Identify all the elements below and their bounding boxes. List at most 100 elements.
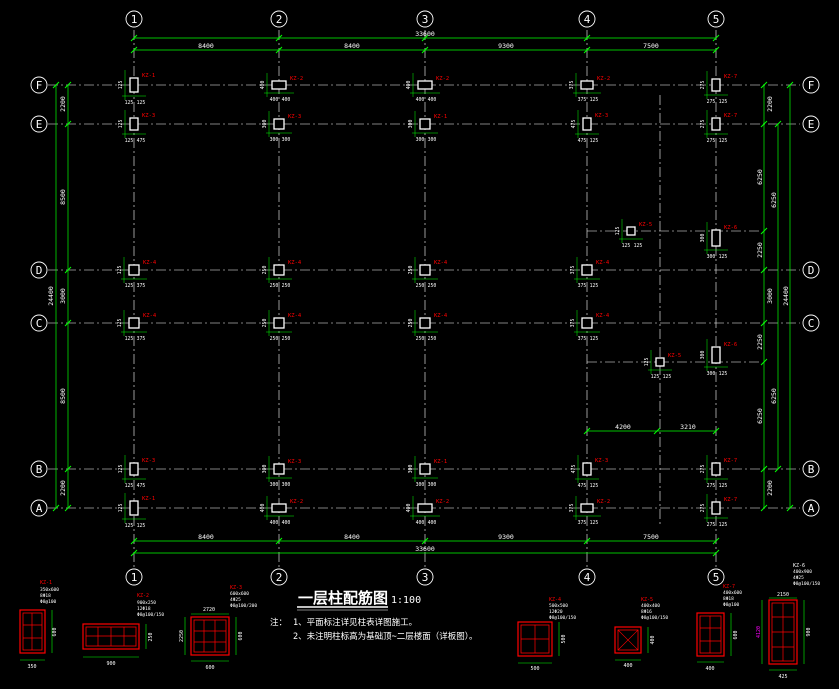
detail-kz5-ties <box>617 629 639 651</box>
detail-kz2-spec3: Φ8@100/150 <box>137 612 164 618</box>
drawing-title: 一层柱配筋图 <box>298 589 388 607</box>
column-16-label: KZ-4 <box>288 313 302 319</box>
bubble-left-B <box>30 460 48 478</box>
bubble-bottom-5 <box>707 568 725 586</box>
detail-kz3-spec1: 600x600 <box>230 591 249 597</box>
dim-inner-span-1: 4200 <box>615 423 631 431</box>
column-13-dim-1: 250 <box>416 283 425 289</box>
column-32-dim-1: 300 <box>707 371 716 377</box>
bubble-left-A-label: A <box>36 502 43 515</box>
column-8-dim-2: 300 <box>428 137 437 143</box>
column-12-label: KZ-4 <box>288 260 302 266</box>
column-16-section <box>273 317 285 329</box>
axis-bubble-labels: 1 2 3 4 5 1 2 3 4 5 F E D C B A F E D C … <box>36 13 815 584</box>
column-3-dim-1: 400 <box>416 97 425 103</box>
bubble-left-A <box>30 499 48 517</box>
detail-kz3-section <box>190 616 230 656</box>
column-8-section <box>419 118 431 130</box>
dim-left-span-4: 8500 <box>59 388 67 404</box>
bubble-right-E-label: E <box>808 118 815 131</box>
column-2-dim-2: 400 <box>282 97 291 103</box>
detail-kz2-section <box>82 623 140 650</box>
dim-right-total: 24400 <box>782 286 790 306</box>
detail-kz3-ties <box>194 620 226 652</box>
dim-left-span-3: 3000 <box>59 288 67 304</box>
bubble-right-D <box>802 261 820 279</box>
detail-kz7: KZ-7 400x600 8Φ18 Φ8@100 400 600 <box>696 584 742 672</box>
detail-kz2-ties <box>86 627 136 646</box>
title-block: 一层柱配筋图 1:100 注： 1、平面标注详见柱表详图施工。 2、未注明柱标高… <box>270 589 478 642</box>
column-1-dim-2: 125 <box>137 100 146 106</box>
dim-bottom-span-1: 8400 <box>198 533 214 541</box>
column-29-label: KZ-5 <box>639 222 652 228</box>
column-11-dim-v: 125 <box>117 266 123 275</box>
column-15-dim-2: 375 <box>137 336 146 342</box>
column-17-label: KZ-4 <box>434 313 448 319</box>
detail-kz6-name: KZ-6 <box>793 563 805 569</box>
column-31-dim-1: 125 <box>651 374 660 380</box>
column-1-dim-1: 125 <box>125 100 134 106</box>
bubble-bottom-1-label: 1 <box>131 571 138 584</box>
detail-kz4-spec1: 500x500 <box>549 603 568 609</box>
column-6-dim-v: 125 <box>118 120 124 129</box>
column-30-label: KZ-6 <box>724 225 737 231</box>
column-18-dim-2: 125 <box>590 336 599 342</box>
column-11-dim-1: 125 <box>125 283 134 289</box>
dim-right-span-4: 3000 <box>766 288 774 304</box>
column-23-label: KZ-7 <box>724 458 737 464</box>
column-21-dim-2: 300 <box>428 482 437 488</box>
detail-kz5: KZ-5 400x400 8Φ16 Φ8@100/150 400 400 <box>614 597 668 669</box>
detail-kz5-name: KZ-5 <box>641 597 653 603</box>
bubble-top-3 <box>416 10 434 28</box>
detail-kz1: KZ-1 350x600 8Φ18 Φ8@100 350 600 <box>19 580 59 670</box>
detail-kz3-dim-h: 600 <box>238 631 244 640</box>
column-10-dim-v: 275 <box>700 120 706 129</box>
bubble-bottom-4 <box>578 568 596 586</box>
detail-kz4-name: KZ-4 <box>549 597 561 603</box>
detail-kz3-dim-side: 2250 <box>179 630 185 642</box>
column-28-dim-2: 125 <box>719 522 728 528</box>
column-30-section <box>711 229 721 247</box>
column-12-dim-1: 250 <box>270 283 279 289</box>
column-30-dim-2: 125 <box>719 254 728 260</box>
column-1-dim-v: 125 <box>118 81 124 90</box>
grid-lines <box>48 30 800 567</box>
column-11-dim-2: 375 <box>137 283 146 289</box>
column-20-section <box>273 463 285 475</box>
column-30-dim-v: 300 <box>700 234 706 243</box>
detail-kz7-spec2: 8Φ18 <box>723 596 734 602</box>
column-29-dim-1: 125 <box>622 243 631 249</box>
column-18-section <box>581 317 593 329</box>
detail-kz7-spec3: Φ8@100 <box>723 602 740 608</box>
detail-kz5-spec2: 8Φ16 <box>641 609 652 615</box>
column-21-section <box>419 463 431 475</box>
column-14-label: KZ-4 <box>596 260 610 266</box>
column-28-dim-v: 275 <box>700 504 706 513</box>
column-14-dim-2: 125 <box>590 283 599 289</box>
column-21-dim-1: 300 <box>416 482 425 488</box>
bubble-bottom-1 <box>125 568 143 586</box>
detail-kz3-spec2: 4Φ25 <box>230 597 241 603</box>
bubble-top-4-label: 4 <box>584 13 591 26</box>
bubble-bottom-5-label: 5 <box>713 571 720 584</box>
column-23-dim-2: 125 <box>719 483 728 489</box>
detail-kz4-ties <box>521 625 549 653</box>
column-17-dim-1: 250 <box>416 336 425 342</box>
column-22-dim-2: 125 <box>590 483 599 489</box>
column-19-dim-2: 475 <box>137 483 146 489</box>
detail-kz7-ties <box>700 616 721 653</box>
column-26-label: KZ-2 <box>436 499 449 505</box>
column-4-dim-2: 125 <box>590 97 599 103</box>
column-32-section <box>711 346 721 364</box>
dim-inner-span-2: 3210 <box>680 423 696 431</box>
column-24-dim-1: 125 <box>125 523 134 529</box>
detail-kz2-dim-h: 250 <box>148 632 154 641</box>
